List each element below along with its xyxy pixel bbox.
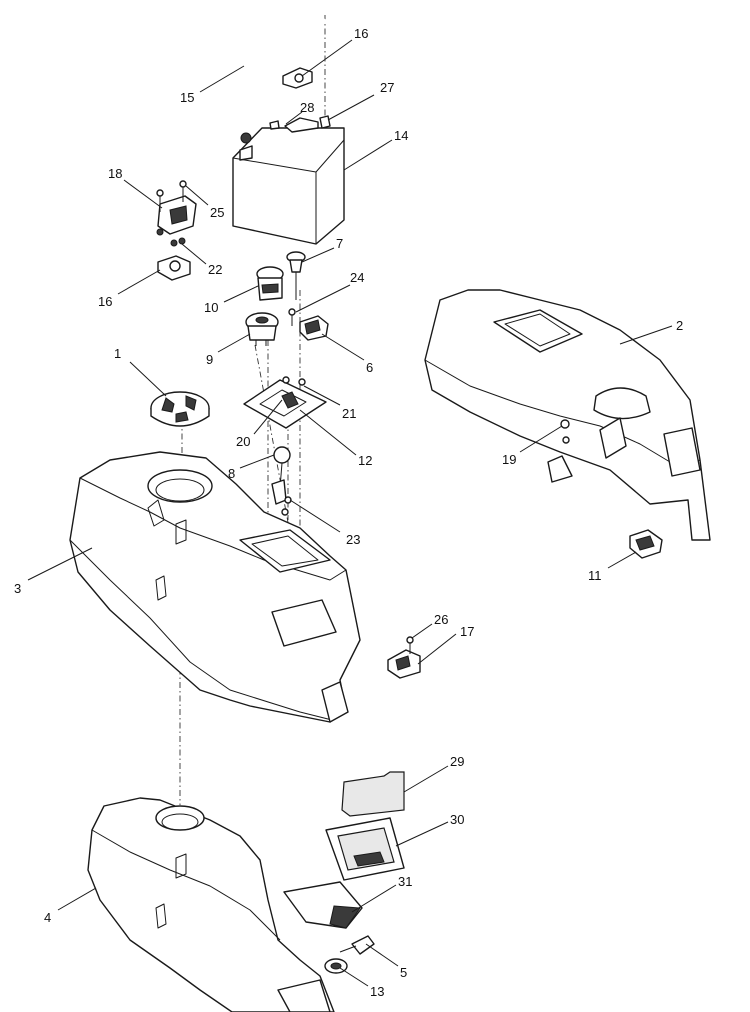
callout-6: 6 <box>366 360 373 375</box>
callout-16-bottom: 16 <box>98 294 112 309</box>
callout-15: 15 <box>180 90 194 105</box>
callout-22: 22 <box>208 262 222 277</box>
lever-8-part <box>271 446 292 516</box>
callout-23: 23 <box>346 532 360 547</box>
fender-part <box>69 451 361 723</box>
callout-18: 18 <box>108 166 122 181</box>
sheet-31-part <box>283 881 363 929</box>
callout-30: 30 <box>450 812 464 827</box>
cable-terminal-lower-part <box>157 255 191 281</box>
callout-13: 13 <box>370 984 384 999</box>
callout-14: 14 <box>394 128 408 143</box>
callout-3: 3 <box>14 581 21 596</box>
callout-7: 7 <box>336 236 343 251</box>
callout-9: 9 <box>206 352 213 367</box>
fuel-cap-part <box>150 391 210 427</box>
bracket-12-part <box>243 376 327 429</box>
callout-19: 19 <box>502 452 516 467</box>
callout-10: 10 <box>204 300 218 315</box>
solenoid-part <box>156 180 197 247</box>
fuel-tank-part <box>87 797 335 1012</box>
cover-29-part <box>341 771 405 817</box>
choke-knob-part <box>286 251 306 300</box>
callout-8: 8 <box>228 466 235 481</box>
fitting-5-part <box>339 935 375 955</box>
ignition-switch-part <box>245 312 279 346</box>
switch-10-part <box>256 266 284 301</box>
callout-28: 28 <box>300 100 314 115</box>
callout-31: 31 <box>398 874 412 889</box>
switch-6-part <box>299 315 329 341</box>
callout-4: 4 <box>44 910 51 925</box>
gasket-30-part <box>325 817 405 881</box>
connector-11-part <box>629 529 663 559</box>
battery-part <box>232 115 345 245</box>
callout-1: 1 <box>114 346 121 361</box>
rear-shroud-part <box>424 289 711 541</box>
callout-17: 17 <box>460 624 474 639</box>
cable-terminal-part <box>282 67 313 89</box>
callout-5: 5 <box>400 965 407 980</box>
callout-16-top: 16 <box>354 26 368 41</box>
screw-24-part <box>288 308 296 326</box>
callout-20: 20 <box>236 434 250 449</box>
hinge-17-part <box>387 636 421 679</box>
callout-25: 25 <box>210 205 224 220</box>
callout-24: 24 <box>350 270 364 285</box>
callout-26: 26 <box>434 612 448 627</box>
callout-29: 29 <box>450 754 464 769</box>
callout-2: 2 <box>676 318 683 333</box>
callout-11: 11 <box>588 568 602 583</box>
callout-labels: 1 2 3 4 5 6 7 8 9 10 11 12 13 14 15 16 1… <box>14 26 683 999</box>
callout-21: 21 <box>342 406 356 421</box>
leader-lines <box>27 39 673 987</box>
battery-cable-part <box>243 14 328 132</box>
callout-27: 27 <box>380 80 394 95</box>
callout-12: 12 <box>358 453 372 468</box>
